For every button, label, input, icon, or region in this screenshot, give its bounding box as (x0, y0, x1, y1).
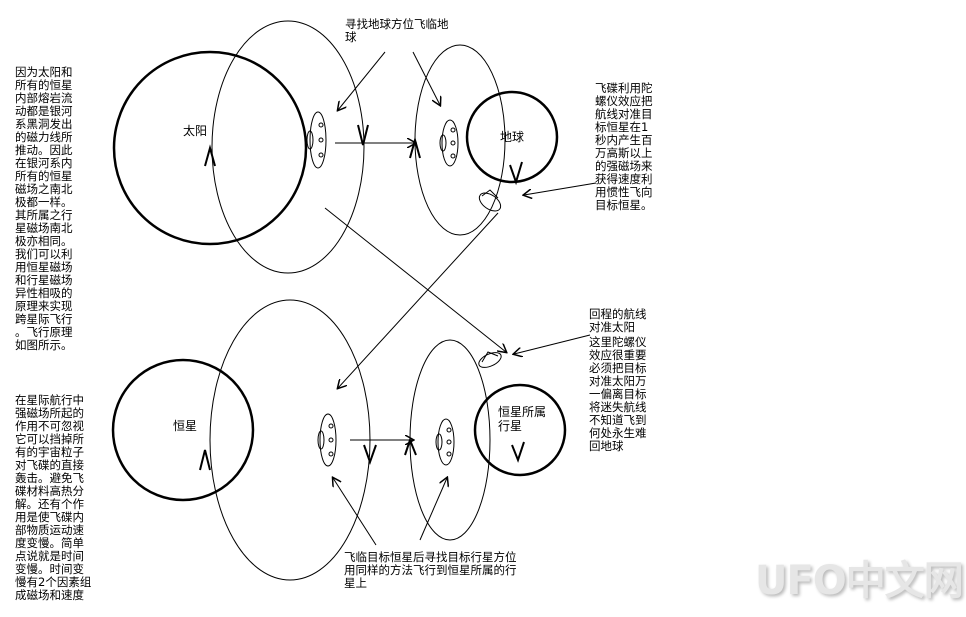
watermark-logo: UFO中文网 (755, 558, 964, 604)
right-top-note: 飞碟利用陀 螺仪效应把 航线对准目 标恒星在1 秒内产生百 万高斯以上 的强磁场… (595, 81, 653, 212)
saucer-icon (435, 418, 455, 466)
earth-field-ellipse (414, 44, 506, 236)
left-bottom-note: 在星际航行中 强磁场所起的 作用不可忽视 它可以挡掉所 有的宇宙粒子 对飞碟的直… (15, 393, 92, 602)
sun-label: 太阳 (183, 124, 208, 138)
earth-circle (465, 90, 559, 184)
saucer-icon (439, 119, 459, 167)
star-circle (111, 358, 255, 502)
sun-field-ellipse (211, 20, 365, 274)
left-top-note: 因为太阳和 所有的恒星 内部熔岩流 动都是银河 系黑洞发出 的磁力线所 推动。因… (15, 65, 73, 352)
bottom-note: 飞临目标恒星后寻找目标行星方位 用同样的方法飞行到恒星所属的行 星上 (344, 550, 517, 590)
earth-label: 地球 (500, 130, 525, 144)
saucer-tilted-icon (478, 189, 502, 212)
star-field-ellipse (209, 299, 371, 581)
sun-circle (112, 50, 308, 246)
planet-circle (473, 383, 567, 477)
title-note: 寻找地球方位飞临地 球 (345, 17, 449, 44)
return-route-note: 回程的航线 对准太阳 (589, 307, 647, 334)
saucer-icon (317, 413, 337, 467)
saucer-tilted-icon (478, 351, 502, 368)
field-direction-marks (199, 124, 525, 471)
planet-label: 恒星所属 行星 (498, 405, 547, 433)
star-label: 恒星 (173, 419, 198, 433)
arrows (324, 51, 597, 546)
gyro-note: 这里陀螺仪 效应很重要 必须把目标 对准太阳万 一偏离目标 将迷失航线 不知道飞… (589, 335, 647, 453)
saucer-icon (306, 111, 327, 169)
